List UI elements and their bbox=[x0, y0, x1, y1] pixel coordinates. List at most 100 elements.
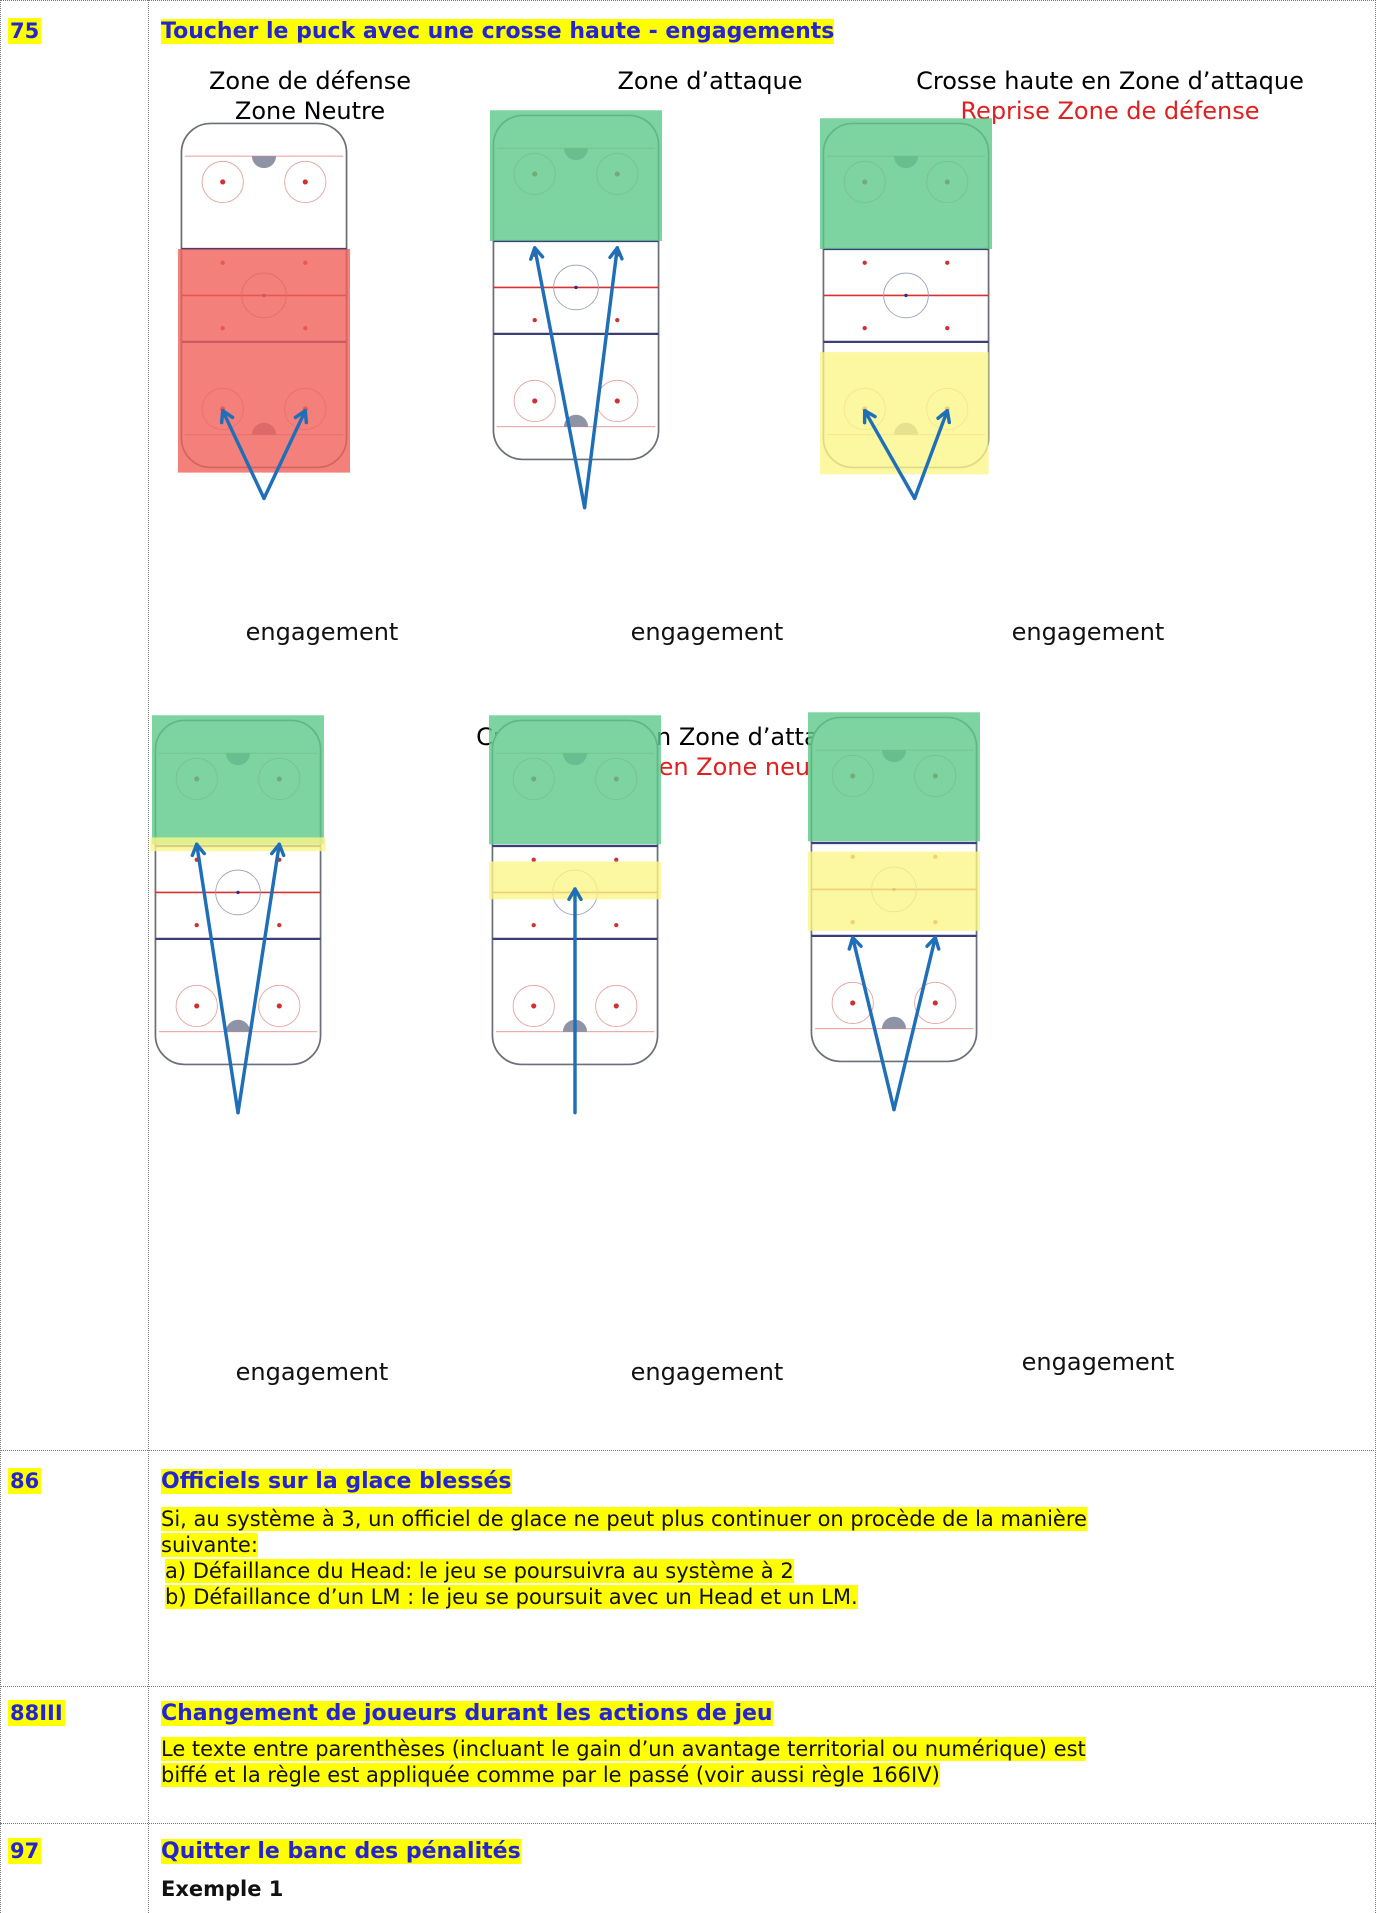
attack-zone-highlight bbox=[490, 110, 662, 241]
arrow-head bbox=[219, 408, 235, 425]
rule-text: Si, au système à 3, un officiel de glace… bbox=[161, 1507, 1087, 1609]
faceoff-dot bbox=[194, 1003, 200, 1009]
neutral_restart-zone-highlight bbox=[820, 352, 989, 475]
arrow bbox=[851, 935, 896, 1112]
table-column-divider bbox=[148, 0, 149, 1913]
neutral-dot bbox=[194, 922, 199, 928]
faceoff-circle bbox=[258, 984, 301, 1028]
attack-zone-highlight bbox=[152, 715, 324, 845]
engagement-label: engagement bbox=[630, 618, 784, 646]
faceoff-dot bbox=[932, 1000, 938, 1006]
engagement-label: engagement bbox=[245, 618, 399, 646]
diagram-caption: Crosse haute en Zone d’attaque Reprise Z… bbox=[916, 67, 1304, 125]
neutral_restart-zone-highlight bbox=[150, 837, 326, 852]
neutral_restart-zone-highlight bbox=[808, 851, 980, 931]
row-divider bbox=[0, 1450, 1376, 1451]
attack-zone-highlight bbox=[808, 712, 980, 842]
neutral-dot bbox=[614, 922, 619, 928]
rule-title: Officiels sur la glace blessés bbox=[161, 1469, 512, 1494]
arrow-head bbox=[529, 246, 545, 261]
rink-diagram bbox=[489, 715, 661, 1115]
rule-subtitle: Exemple 1 bbox=[161, 1877, 284, 1901]
rule-number: 86 bbox=[8, 1468, 42, 1494]
rink-diagram bbox=[808, 712, 980, 1112]
row-divider bbox=[0, 1686, 1376, 1687]
faceoff-dot bbox=[614, 398, 620, 404]
list-item: b) Défaillance d’un LM : le jeu se pours… bbox=[165, 1585, 858, 1609]
arrow-head bbox=[936, 408, 952, 425]
rule-title: Quitter le banc des pénalités bbox=[161, 1839, 521, 1864]
goal-crease bbox=[251, 156, 277, 169]
rink-diagram bbox=[820, 118, 992, 501]
arrow-head bbox=[608, 246, 624, 261]
engagement-label: engagement bbox=[235, 1358, 389, 1386]
neutral-dot bbox=[862, 260, 867, 265]
goal-crease bbox=[225, 1019, 251, 1032]
arrow-head bbox=[847, 935, 863, 951]
faceoff-dot bbox=[276, 1003, 282, 1009]
list-item: a) Défaillance du Head: le jeu se poursu… bbox=[165, 1559, 794, 1583]
faceoff-circle bbox=[201, 160, 244, 203]
table-top-border bbox=[0, 0, 1376, 1]
rule-number: 75 bbox=[8, 18, 42, 44]
faceoff-circle bbox=[595, 984, 638, 1028]
faceoff-circle bbox=[914, 981, 957, 1025]
center-dot bbox=[574, 285, 578, 290]
faceoff-dot bbox=[613, 1003, 619, 1009]
neutral-dot bbox=[532, 317, 537, 323]
rule-number: 88III bbox=[8, 1700, 65, 1726]
rule-title: Toucher le puck avec une crosse haute - … bbox=[161, 19, 835, 44]
rule-text: Le texte entre parenthèses (incluant le … bbox=[161, 1737, 1086, 1787]
center-dot bbox=[236, 890, 240, 895]
arrow-head bbox=[567, 887, 583, 902]
neutral-dot bbox=[531, 857, 536, 862]
faceoff-dot bbox=[302, 179, 308, 185]
faceoff-dot bbox=[532, 398, 538, 404]
neutral-dot bbox=[945, 260, 950, 265]
faceoff-circle bbox=[284, 160, 327, 203]
arrow bbox=[221, 408, 266, 501]
neutral-dot bbox=[277, 922, 282, 928]
neutral-dot bbox=[531, 922, 536, 928]
arrow bbox=[912, 408, 949, 501]
faceoff-dot bbox=[850, 1000, 856, 1006]
arrow bbox=[195, 842, 240, 1115]
rule-title: Changement de joueurs durant les actions… bbox=[161, 1701, 773, 1726]
center-circle bbox=[553, 264, 599, 311]
attack-zone-highlight bbox=[820, 118, 992, 249]
diagram-caption: Zone de défense Zone Neutre bbox=[208, 67, 412, 125]
faceoff-circle bbox=[175, 984, 218, 1028]
arrow bbox=[236, 842, 281, 1115]
arrow-head bbox=[270, 842, 286, 858]
rink-diagram bbox=[490, 110, 662, 510]
neutral-dot bbox=[945, 325, 950, 331]
center-circle bbox=[215, 869, 261, 916]
table-left-border bbox=[0, 0, 1, 1913]
neutral-dot bbox=[614, 857, 619, 862]
engagement-label: engagement bbox=[630, 1358, 784, 1386]
faceoff-dot bbox=[531, 1003, 537, 1009]
arrow bbox=[892, 935, 937, 1112]
neutral-dot bbox=[615, 317, 620, 323]
arrow bbox=[863, 408, 917, 501]
defense-zone-highlight bbox=[178, 248, 350, 473]
goal-crease bbox=[881, 1016, 907, 1029]
rink-diagram bbox=[150, 715, 326, 1115]
center-dot bbox=[904, 293, 908, 298]
engagement-label: engagement bbox=[1011, 618, 1165, 646]
engagement-label: engagement bbox=[1021, 1348, 1175, 1376]
rule-number: 97 bbox=[8, 1838, 42, 1864]
row-divider bbox=[0, 1823, 1376, 1824]
faceoff-circle bbox=[831, 981, 874, 1025]
attack-zone-highlight bbox=[489, 715, 661, 845]
arrow-head bbox=[925, 935, 941, 951]
faceoff-circle bbox=[512, 984, 555, 1028]
arrow-head bbox=[862, 408, 877, 425]
faceoff-circle bbox=[513, 379, 556, 423]
diagram-caption: Zone d’attaque bbox=[617, 67, 803, 95]
arrow-head bbox=[293, 408, 309, 425]
arrow-head bbox=[190, 842, 206, 858]
rink-diagram bbox=[178, 122, 350, 501]
arrow bbox=[262, 408, 307, 501]
